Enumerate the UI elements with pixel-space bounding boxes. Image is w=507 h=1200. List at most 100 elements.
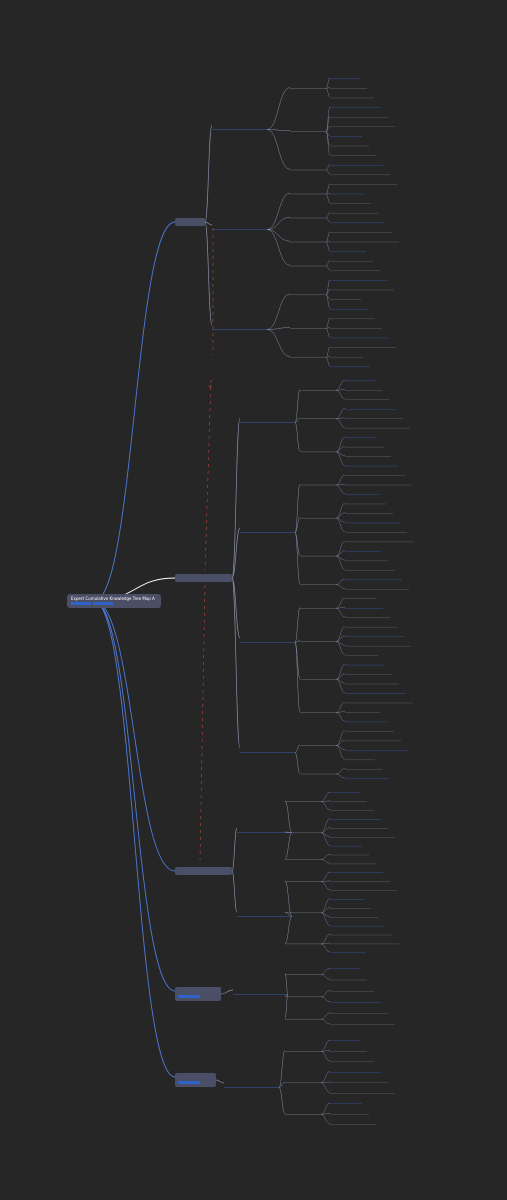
connector [325, 265, 331, 271]
branch-node-box [175, 218, 205, 226]
root-node[interactable] [67, 594, 161, 608]
connector [320, 943, 331, 953]
connector [93, 600, 176, 992]
connector [335, 739, 346, 746]
connector [320, 974, 331, 980]
branch-node-box [175, 574, 232, 582]
connector [320, 912, 331, 926]
connector [335, 578, 346, 585]
connector [325, 169, 331, 175]
connector [335, 408, 346, 419]
connector [325, 183, 331, 195]
branch-node-box [175, 987, 221, 1001]
connector [231, 577, 241, 749]
connector [320, 1113, 331, 1115]
connector [320, 801, 331, 810]
connector [335, 773, 346, 779]
connector [266, 229, 291, 242]
connector [231, 417, 241, 579]
connector [335, 451, 346, 466]
connector [284, 916, 293, 944]
connector [278, 1050, 286, 1088]
connector [278, 1081, 286, 1088]
connector [320, 1114, 331, 1125]
connector [320, 1050, 331, 1052]
connector [231, 577, 241, 639]
connector [204, 124, 213, 223]
connector [266, 216, 291, 230]
connector [266, 327, 291, 330]
branch-node[interactable] [175, 218, 205, 226]
connector [320, 996, 331, 1002]
connector [335, 730, 346, 746]
connector [335, 608, 346, 618]
connector [325, 328, 331, 338]
connector [266, 129, 291, 132]
branch-node[interactable] [175, 987, 221, 1001]
connector [93, 600, 176, 1078]
connector [320, 800, 331, 802]
connector [335, 597, 346, 609]
branch-node-box [175, 1073, 216, 1087]
connector [320, 1071, 331, 1083]
branch-node[interactable] [175, 867, 232, 875]
connector [335, 484, 346, 494]
connector [335, 673, 346, 680]
connector [335, 436, 346, 453]
connector [266, 87, 291, 130]
connector [335, 641, 346, 656]
connector [320, 942, 331, 945]
connector [215, 1079, 225, 1084]
connector [320, 791, 331, 802]
connector [335, 446, 346, 453]
connector [320, 818, 331, 833]
connector [320, 1051, 331, 1062]
connector [320, 832, 331, 846]
branch-node[interactable] [175, 574, 232, 582]
connector [335, 540, 346, 557]
connector [294, 417, 301, 423]
connector [320, 1082, 331, 1093]
branch-tag [178, 1081, 200, 1084]
connector [294, 517, 301, 533]
connector [294, 744, 301, 753]
connector [325, 317, 331, 329]
connector [325, 77, 331, 89]
connector [335, 607, 346, 609]
connector [93, 600, 176, 872]
connector [325, 241, 331, 251]
connector [266, 329, 291, 357]
connector [335, 418, 346, 428]
connector [231, 827, 238, 872]
connector [231, 527, 241, 579]
connector [320, 907, 331, 913]
connector [325, 279, 331, 295]
connector [335, 664, 346, 680]
branch-node[interactable] [175, 1073, 216, 1087]
connector [204, 221, 213, 226]
connector [320, 871, 331, 882]
connector [335, 555, 346, 570]
connector [320, 934, 331, 945]
connector [320, 854, 331, 860]
connector [93, 221, 176, 602]
connector [320, 1012, 331, 1020]
connector [284, 880, 293, 917]
connector [294, 640, 301, 643]
connector [335, 745, 346, 760]
connector [320, 898, 331, 913]
connector [325, 231, 331, 243]
connector [284, 994, 289, 1019]
connector [325, 131, 331, 155]
connector [294, 389, 301, 423]
connector [320, 1039, 331, 1052]
connector [325, 260, 331, 267]
connector [325, 212, 331, 219]
connector [320, 1019, 331, 1025]
connector [284, 832, 293, 859]
connector [325, 346, 331, 358]
connector [335, 626, 346, 642]
root-tag [93, 602, 113, 605]
